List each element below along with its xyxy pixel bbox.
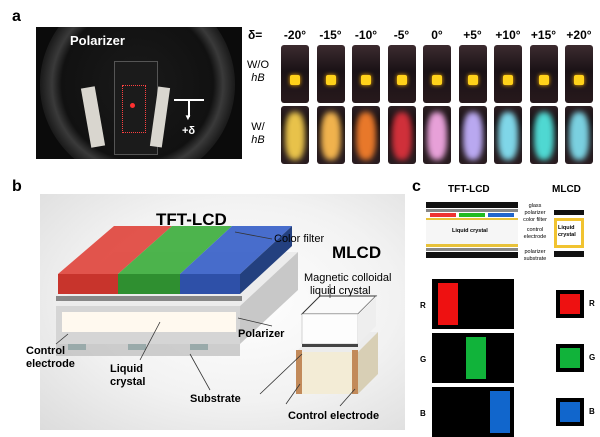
strip-without-field: [494, 45, 522, 103]
mlcd-fill-b: [560, 402, 580, 422]
strip-without-field: [387, 45, 416, 103]
strip-with-field: [423, 106, 451, 164]
glow: [462, 112, 483, 160]
strip-without-field: [352, 45, 380, 103]
dot: [574, 75, 584, 85]
strip-without-field: [458, 45, 487, 103]
row-label-without: W/O hB: [247, 59, 269, 84]
angle-label: -10°: [354, 28, 378, 42]
mlcd-row-label-r: R: [589, 299, 595, 308]
strip-without-field: [565, 45, 593, 103]
strip-without-field: [281, 45, 309, 103]
dot: [467, 75, 478, 85]
control-electrode-right-label: Control electrode: [288, 410, 380, 422]
delta-prefix: δ=: [248, 28, 263, 42]
glow: [427, 112, 447, 160]
magnetic-lc-label: Magnetic colloidal liquid crystal: [304, 272, 392, 297]
glow: [498, 112, 518, 160]
dot: [361, 75, 371, 85]
angle-label: +10°: [495, 28, 521, 42]
c-mlcd-head: MLCD: [552, 184, 581, 195]
panel-b-letter: b: [12, 178, 22, 195]
device-illustration: [40, 194, 405, 430]
subpixel-r: [438, 283, 458, 325]
angle-label: 0°: [431, 28, 443, 42]
tft-pixel-g: [432, 333, 514, 383]
control-electrode-left-label: Control electrode: [26, 345, 75, 370]
color-filter-label: Color filter: [274, 233, 325, 245]
row-label-r: R: [420, 301, 426, 310]
strip-with-field: [387, 106, 416, 164]
tft-pixel-r: [432, 279, 514, 329]
panel-a-letter: a: [12, 8, 21, 25]
strip-with-field: [458, 106, 487, 164]
mlcd-pixel-r: [556, 290, 584, 318]
glow: [285, 112, 305, 160]
glow: [320, 112, 341, 160]
mlcd-row-label-b: B: [589, 407, 595, 416]
strip-with-field: [494, 106, 522, 164]
mlcd-pixel-g: [556, 344, 584, 372]
mlcd-fill-r: [560, 294, 580, 314]
polarizer-label: Polarizer: [70, 33, 125, 48]
glow: [356, 112, 376, 160]
subpixel-g: [466, 337, 486, 379]
mlcd-pixel-b: [556, 398, 584, 426]
polarizer-photo: Polarizer ▼ +δ: [36, 27, 242, 159]
strip-without-field: [529, 45, 558, 103]
mlcd-cross-section: Liquid crystal: [554, 210, 584, 260]
tft-pixel-b: [432, 387, 514, 437]
lc-label: Liquid crystal: [452, 228, 488, 234]
strip-without-field: [423, 45, 451, 103]
device-drawing: [55, 226, 378, 407]
strip-with-field: [316, 106, 345, 164]
angle-label: +20°: [566, 28, 592, 42]
liquid-crystal-label: Liquid crystal: [110, 363, 146, 388]
dot: [396, 75, 407, 85]
c-tft-head: TFT-LCD: [448, 184, 490, 195]
mlcd-title: MLCD: [332, 243, 382, 262]
delta-arrow-label: +δ: [182, 125, 196, 137]
mlcd-fill-g: [560, 348, 580, 368]
angle-label: -15°: [319, 28, 342, 42]
strip-without-field: [316, 45, 345, 103]
subpixel-b: [490, 391, 510, 433]
layer-labels: glass polarizer color filter control ele…: [523, 203, 547, 262]
row-label-b: B: [420, 409, 426, 418]
glow: [533, 112, 554, 160]
mlcd-row-label-g: G: [589, 353, 596, 362]
dot: [290, 75, 300, 85]
dot: [538, 75, 549, 85]
glow: [569, 112, 589, 160]
angle-label: -20°: [283, 28, 307, 42]
dot: [503, 75, 513, 85]
strip-with-field: [565, 106, 593, 164]
strip-with-field: [529, 106, 558, 164]
angle-label: -5°: [393, 28, 410, 42]
strip-with-field: [281, 106, 309, 164]
tft-lcd-title: TFT-LCD: [156, 210, 227, 229]
tft-cross-section: Liquid crystal: [426, 202, 518, 264]
dot: [432, 75, 442, 85]
panel-c-letter: c: [412, 178, 421, 195]
row-label-with: W/ hB: [251, 121, 265, 146]
angle-label: +5°: [463, 28, 482, 42]
strip-with-field: [352, 106, 380, 164]
dot: [325, 75, 336, 85]
glow: [391, 112, 412, 160]
substrate-label: Substrate: [190, 393, 241, 405]
polarizer-b-label: Polarizer: [238, 328, 285, 340]
row-label-g: G: [420, 355, 427, 364]
angle-label: +15°: [530, 28, 557, 42]
